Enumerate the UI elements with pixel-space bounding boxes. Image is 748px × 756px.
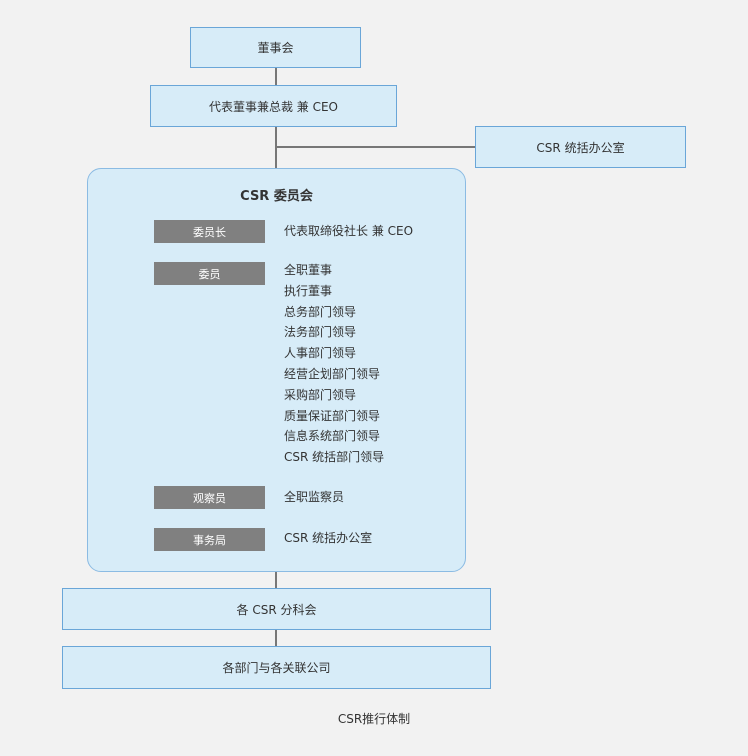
secretariat-role-value: CSR 统括办公室 <box>284 531 373 545</box>
diagram-caption: CSR推行体制 <box>337 712 411 726</box>
connector-to-csr-office <box>276 146 475 148</box>
departments-box: 各部门与各关联公司 <box>62 646 491 689</box>
representative-label: 代表董事兼总裁 兼 CEO <box>208 99 339 114</box>
representative-box: 代表董事兼总裁 兼 CEO <box>150 85 397 127</box>
connector-subcommittees-departments <box>275 630 277 646</box>
csr-office-label: CSR 统括办公室 <box>536 140 625 155</box>
member-item: 全职董事 <box>284 263 333 277</box>
chair-role-value: 代表取缔役社长 兼 CEO <box>284 224 414 238</box>
member-item: CSR 统括部门领导 <box>284 450 385 465</box>
csr-office-box: CSR 统括办公室 <box>475 126 686 168</box>
csr-committee-panel: CSR 委员会 委员长 代表取缔役社长 兼 CEO 委员 全职董事 执行董事 总… <box>87 168 466 572</box>
member-item: 信息系统部门领导 <box>284 429 381 444</box>
chair-role-label: 委员长 <box>154 220 265 243</box>
members-list: 全职董事 执行董事 总务部门领导 法务部门领导 人事部门领导 经营企划部门领导 … <box>284 260 384 468</box>
departments-label: 各部门与各关联公司 <box>222 661 331 675</box>
subcommittees-label: 各 CSR 分科会 <box>236 602 317 617</box>
board-label: 董事会 <box>257 41 294 55</box>
member-item: 总务部门领导 <box>284 304 357 319</box>
member-item: 法务部门领导 <box>284 325 357 340</box>
observer-role-label: 观察员 <box>154 486 265 509</box>
member-item: 采购部门领导 <box>284 387 357 402</box>
subcommittees-box: 各 CSR 分科会 <box>62 588 491 630</box>
board-box: 董事会 <box>190 27 361 68</box>
observer-role-value: 全职监察员 <box>284 490 345 504</box>
connector-board-representative <box>275 68 277 85</box>
member-item: 执行董事 <box>284 283 333 298</box>
member-item: 人事部门领导 <box>284 346 357 361</box>
secretariat-role-label: 事务局 <box>154 528 265 551</box>
member-item: 质量保证部门领导 <box>284 408 381 423</box>
members-role-label: 委员 <box>154 262 265 285</box>
connector-committee-subcommittees <box>275 572 277 588</box>
committee-title: CSR 委员会 <box>240 189 313 204</box>
member-item: 经营企划部门领导 <box>284 366 381 381</box>
